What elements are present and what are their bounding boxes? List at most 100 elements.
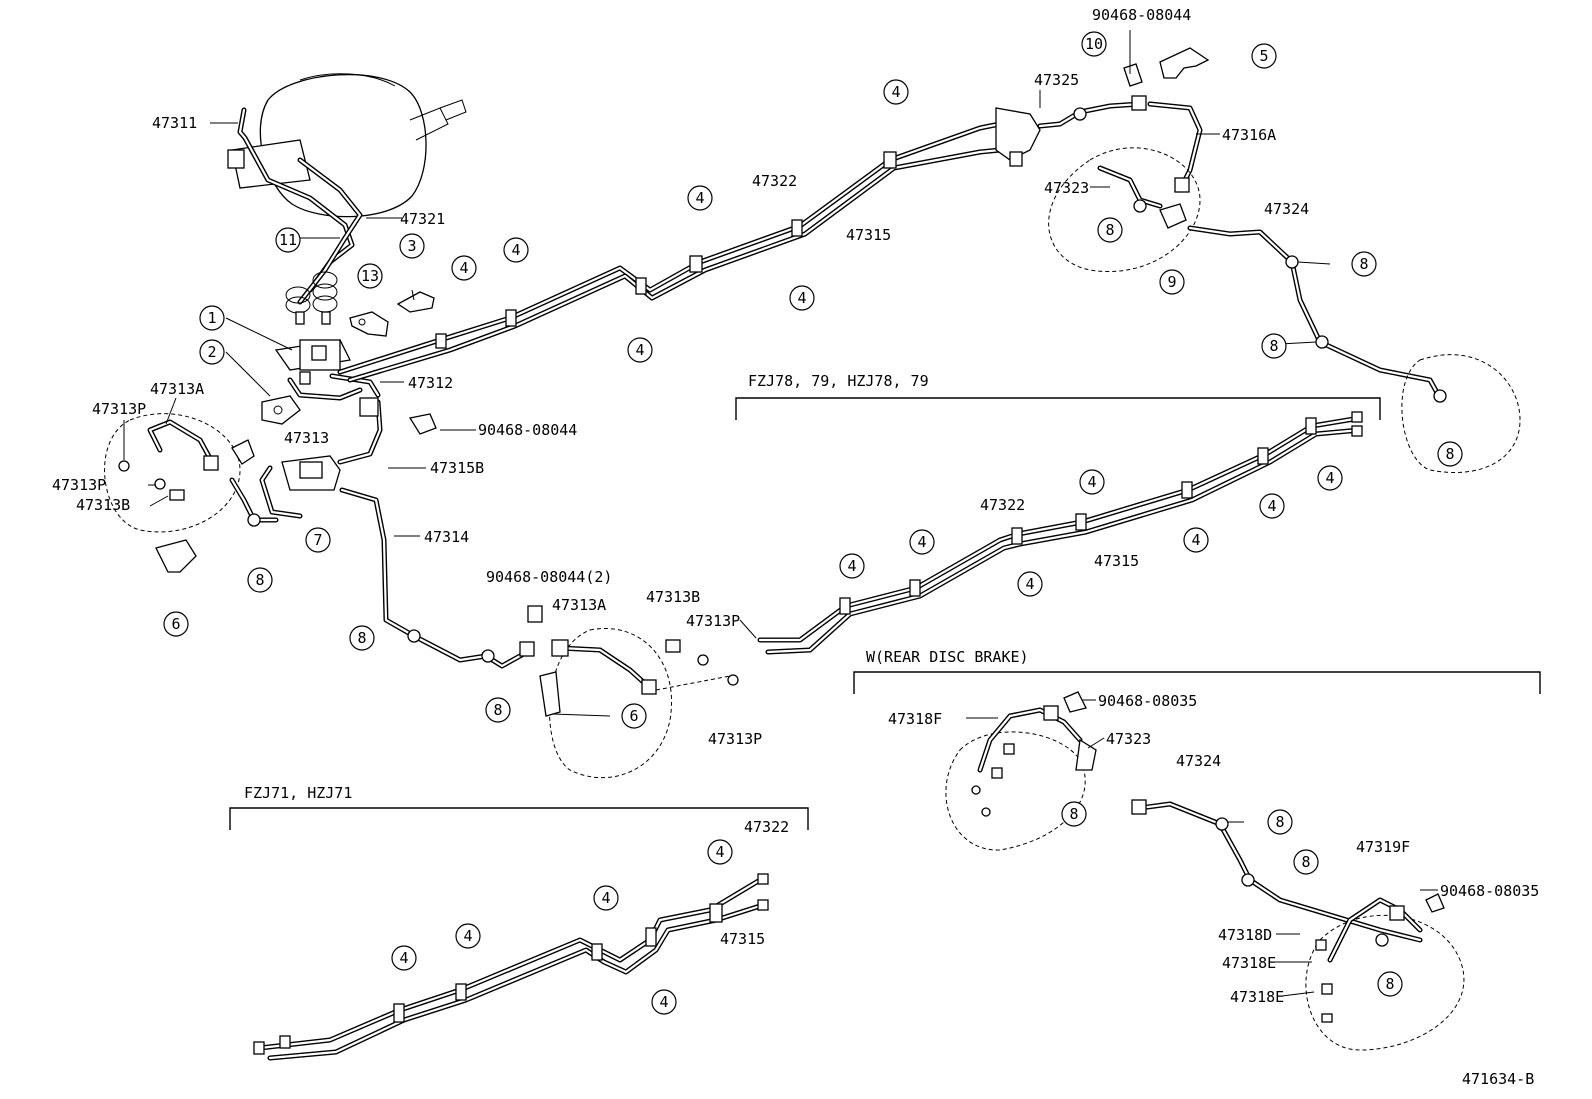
callout-8-c: 8 — [1261, 333, 1287, 359]
label-47318E-b: 47318E — [1230, 988, 1284, 1006]
svg-text:4: 4 — [715, 843, 724, 861]
clip-mid — [408, 413, 437, 435]
svg-text:4: 4 — [917, 533, 926, 551]
svg-text:13: 13 — [361, 267, 379, 285]
svg-text:4: 4 — [1087, 473, 1096, 491]
callout-13: 13 — [357, 263, 383, 289]
svg-text:4: 4 — [511, 241, 520, 259]
callout-8-i: 8 — [1267, 809, 1293, 835]
rear-right-drum — [1048, 147, 1447, 403]
callout-4-f: 4 — [883, 79, 909, 105]
label-47324-disc: 47324 — [1176, 752, 1221, 770]
svg-text:8: 8 — [493, 701, 502, 719]
label-47325: 47325 — [1034, 71, 1079, 89]
callout-6-a: 6 — [163, 611, 189, 637]
tube-47314 — [339, 487, 535, 669]
label-47315-fzj71: 47315 — [720, 930, 765, 948]
svg-text:8: 8 — [1105, 221, 1114, 239]
callout-4-g: 4 — [839, 553, 865, 579]
svg-text:4: 4 — [891, 83, 900, 101]
label-section-fzj78: FZJ78, 79, HZJ78, 79 — [748, 372, 929, 390]
label-47315-top: 47315 — [846, 226, 891, 244]
callout-4-d: 4 — [687, 185, 713, 211]
callout-1: 1 — [199, 305, 225, 331]
callout-5: 5 — [1251, 43, 1277, 69]
rear-disc-right — [1305, 893, 1465, 1051]
label-47322-top: 47322 — [752, 172, 797, 190]
svg-text:4: 4 — [1267, 497, 1276, 515]
callout-4-h: 4 — [909, 529, 935, 555]
svg-text:4: 4 — [847, 557, 856, 575]
svg-text:3: 3 — [407, 237, 416, 255]
label-47323-disc: 47323 — [1106, 730, 1151, 748]
label-47313A-rear: 47313A — [552, 596, 606, 614]
callout-4-p: 4 — [593, 885, 619, 911]
label-47311: 47311 — [152, 114, 197, 132]
label-47313P-left-top: 47313P — [92, 400, 146, 418]
callout-4-r: 4 — [707, 839, 733, 865]
label-90468-08044-mid: 90468-08044 — [478, 421, 577, 439]
label-47324-top: 47324 — [1264, 200, 1309, 218]
svg-text:10: 10 — [1085, 35, 1103, 53]
label-section-fzj71: FZJ71, HZJ71 — [244, 784, 352, 802]
label-47313P-rear-bottom: 47313P — [708, 730, 762, 748]
label-47316A: 47316A — [1222, 126, 1276, 144]
fzj78-line — [757, 411, 1363, 655]
callout-9: 9 — [1159, 269, 1185, 295]
clip-top-right — [1123, 47, 1210, 87]
svg-text:4: 4 — [1325, 469, 1334, 487]
label-90468-08044-2: 90468-08044(2) — [486, 568, 612, 586]
label-47313P-left-mid: 47313P — [52, 476, 106, 494]
svg-text:8: 8 — [1275, 813, 1284, 831]
svg-text:4: 4 — [399, 949, 408, 967]
callout-8-a: 8 — [1097, 217, 1123, 243]
svg-text:9: 9 — [1167, 273, 1176, 291]
callout-4-c: 4 — [627, 337, 653, 363]
callout-6-b: 6 — [621, 703, 647, 729]
svg-text:4: 4 — [459, 259, 468, 277]
main-line-top — [337, 121, 1003, 383]
proportion-valve — [995, 95, 1203, 193]
label-90468-08044-top: 90468-08044 — [1092, 6, 1191, 24]
label-47313B-rear: 47313B — [646, 588, 700, 606]
svg-text:11: 11 — [279, 231, 297, 249]
rear-far-right-drum — [1401, 354, 1521, 474]
svg-text:4: 4 — [463, 927, 472, 945]
callout-8-d: 8 — [1437, 441, 1463, 467]
svg-text:8: 8 — [1301, 853, 1310, 871]
label-47312: 47312 — [408, 374, 453, 392]
callout-4-e: 4 — [789, 285, 815, 311]
svg-text:4: 4 — [797, 289, 806, 307]
label-47319F: 47319F — [1356, 838, 1410, 856]
callout-4-l: 4 — [1259, 493, 1285, 519]
label-47313B-left: 47313B — [76, 496, 130, 514]
label-47323-top: 47323 — [1044, 179, 1089, 197]
svg-text:4: 4 — [659, 993, 668, 1011]
callout-4-i: 4 — [1017, 571, 1043, 597]
callout-4-j: 4 — [1079, 469, 1105, 495]
label-47321: 47321 — [400, 210, 445, 228]
section-bracket-rear-disc — [853, 671, 1541, 694]
front-left-drum — [104, 413, 279, 573]
callout-4-b: 4 — [503, 237, 529, 263]
svg-text:4: 4 — [695, 189, 704, 207]
rear-disc-left — [945, 691, 1097, 851]
junction-1 — [274, 339, 351, 385]
junction-47313 — [259, 397, 383, 519]
label-47315B: 47315B — [430, 459, 484, 477]
callout-8-f: 8 — [349, 625, 375, 651]
svg-text:8: 8 — [1385, 975, 1394, 993]
svg-text:4: 4 — [635, 341, 644, 359]
callout-8-k: 8 — [1377, 971, 1403, 997]
callout-8-h: 8 — [1061, 801, 1087, 827]
bracket-3 — [396, 289, 435, 313]
callout-8-j: 8 — [1293, 849, 1319, 875]
callout-4-k: 4 — [1183, 527, 1209, 553]
label-47318E-a: 47318E — [1222, 954, 1276, 972]
callout-11: 11 — [275, 227, 301, 253]
rear-left-drum — [527, 605, 739, 779]
svg-text:8: 8 — [357, 629, 366, 647]
callout-3: 3 — [399, 233, 425, 259]
svg-text:8: 8 — [1359, 255, 1368, 273]
